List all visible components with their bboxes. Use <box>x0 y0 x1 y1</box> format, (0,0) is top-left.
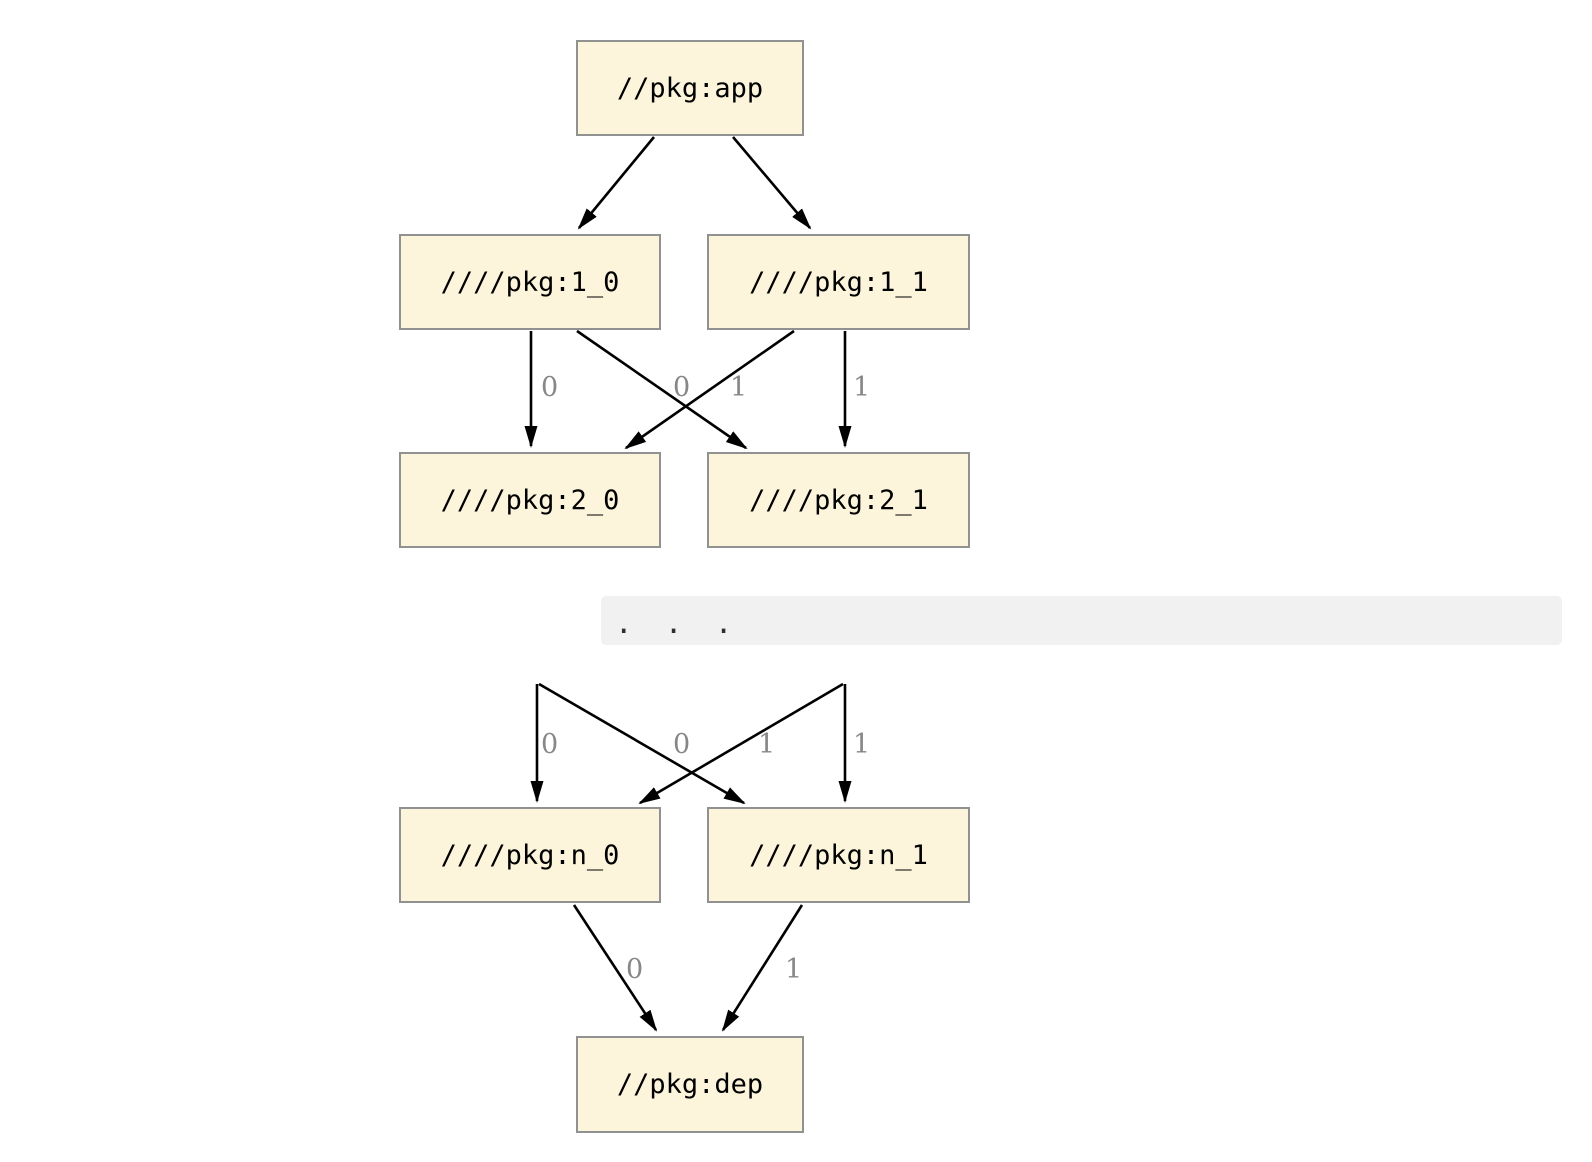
edge-label-ellipsis-n_0-straight: 0 <box>541 729 559 760</box>
edge-app-to-1_0 <box>577 136 656 230</box>
node-pkg-dep: //pkg:dep <box>576 1036 804 1133</box>
edge-label-ellipsis-n_1-straight: 1 <box>853 729 871 760</box>
node-pkg-n_1: ////pkg:n_1 <box>707 807 970 903</box>
ellipsis-bar: . . . <box>601 596 1562 645</box>
edge-label-1_1-2_1: 1 <box>853 372 871 403</box>
edge-n_0-to-dep <box>572 904 658 1032</box>
edge-label-n_0-dep: 0 <box>626 954 644 985</box>
edge-n_1-to-dep <box>721 904 804 1032</box>
ellipsis-dots: . . . <box>615 606 733 640</box>
edge-1_0-to-2_1 <box>576 329 748 450</box>
node-pkg-1_1: ////pkg:1_1 <box>707 234 970 330</box>
node-pkg-app: //pkg:app <box>576 40 804 136</box>
node-pkg-2_0: ////pkg:2_0 <box>399 452 661 548</box>
edge-label-1_0-2_0: 0 <box>541 372 559 403</box>
node-pkg-1_0: ////pkg:1_0 <box>399 234 661 330</box>
edge-1_1-to-2_0 <box>624 329 795 450</box>
node-pkg-n_0: ////pkg:n_0 <box>399 807 661 903</box>
edge-label-ellipsis-n_0-cross: 0 <box>673 729 691 760</box>
edge-app-to-1_1 <box>732 136 812 230</box>
edge-ellipsis-to-n_1-cross <box>538 682 746 805</box>
edge-label-ellipsis-n_1-cross: 1 <box>758 729 776 760</box>
edge-label-1_0-2_1: 1 <box>730 372 748 403</box>
edge-label-1_1-2_0: 0 <box>673 372 691 403</box>
node-pkg-2_1: ////pkg:2_1 <box>707 452 970 548</box>
edge-label-n_1-dep: 1 <box>785 954 803 985</box>
edge-ellipsis-to-n_0-cross <box>638 682 844 805</box>
